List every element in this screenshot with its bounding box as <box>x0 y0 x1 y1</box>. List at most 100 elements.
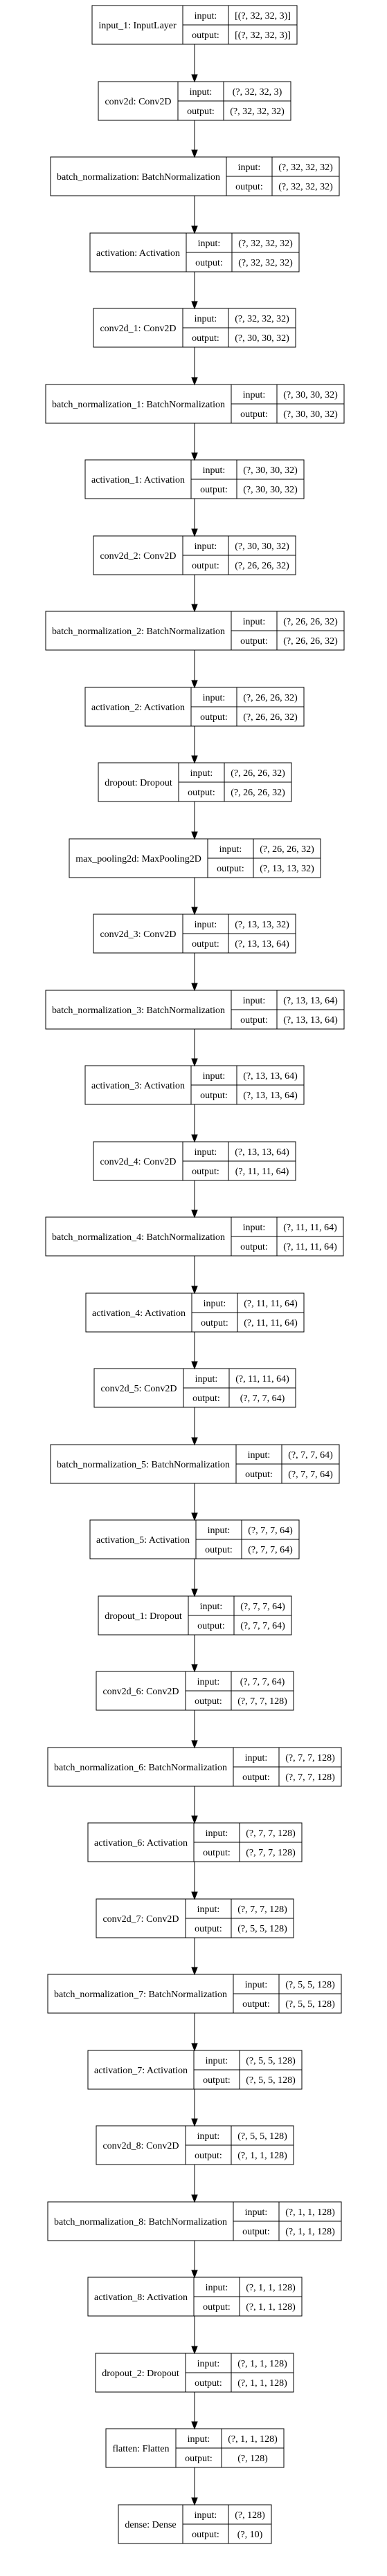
output-label: output: <box>201 1318 228 1328</box>
arrowhead <box>191 528 198 537</box>
output-shape: (?, 26, 26, 32) <box>283 636 338 647</box>
connection-arrow <box>191 1862 198 1900</box>
layer-node: batch_normalization_6: BatchNormalizatio… <box>47 1747 342 1787</box>
layer-name: batch_normalization_3: BatchNormalizatio… <box>52 1006 225 1016</box>
output-shape: (?, 7, 7, 64) <box>240 1393 285 1404</box>
input-label: input: <box>206 2283 228 2293</box>
connection-arrow <box>191 499 198 537</box>
output-shape: (?, 5, 5, 128) <box>285 1999 335 2010</box>
connection-arrow <box>191 2165 198 2203</box>
arrowhead <box>191 1210 198 1218</box>
arrowhead <box>191 2118 198 2127</box>
input-shape: (?, 26, 26, 32) <box>231 768 285 779</box>
output-label: output: <box>187 106 215 117</box>
output-label: output: <box>240 1015 268 1026</box>
layer-name: conv2d_3: Conv2D <box>100 929 176 940</box>
input-label: input: <box>190 87 213 98</box>
output-label: output: <box>235 182 263 192</box>
input-shape: (?, 7, 7, 64) <box>248 1526 293 1536</box>
layer-name: activation_5: Activation <box>96 1535 190 1546</box>
arrowhead <box>191 377 198 386</box>
layer-name: max_pooling2d: MaxPooling2D <box>75 854 201 864</box>
arrowhead <box>191 225 198 234</box>
layer-node: activation_3: Activationinput:output:(?,… <box>84 1065 305 1105</box>
input-shape: (?, 32, 32, 32) <box>278 163 333 173</box>
connection-arrow <box>191 575 198 613</box>
output-label: output: <box>195 258 223 268</box>
layer-name: conv2d_8: Conv2D <box>102 2141 179 2151</box>
output-shape: (?, 11, 11, 64) <box>244 1318 298 1328</box>
input-label: input: <box>195 2510 217 2521</box>
output-label: output: <box>203 2075 231 2086</box>
input-shape: (?, 13, 13, 64) <box>283 996 338 1006</box>
input-label: input: <box>195 1147 217 1158</box>
output-shape: (?, 32, 32, 32) <box>278 182 333 192</box>
connection-arrow <box>191 2013 198 2052</box>
output-shape: (?, 7, 7, 128) <box>285 1772 335 1783</box>
arrowhead <box>191 2421 198 2430</box>
input-shape: (?, 11, 11, 64) <box>235 1374 289 1384</box>
arrowhead <box>191 680 198 689</box>
output-label: output: <box>245 1470 273 1480</box>
input-label: input: <box>206 2056 228 2066</box>
output-shape: (?, 32, 32, 32) <box>230 106 285 117</box>
layer-name: activation_8: Activation <box>94 2292 188 2303</box>
arrowhead <box>191 1512 198 1521</box>
arrowhead <box>191 2043 198 2052</box>
input-shape: (?, 7, 7, 128) <box>237 1905 287 1915</box>
input-shape: (?, 26, 26, 32) <box>260 844 314 855</box>
output-shape: (?, 1, 1, 128) <box>285 2227 335 2237</box>
connection-arrow <box>191 196 198 234</box>
connection-arrow <box>191 1635 198 1673</box>
arrowhead <box>191 604 198 613</box>
layer-node: activation_1: Activationinput:output:(?,… <box>84 459 305 499</box>
arrowhead <box>191 2497 198 2506</box>
layer-name: batch_normalization_2: BatchNormalizatio… <box>52 627 225 637</box>
output-shape: (?, 1, 1, 128) <box>237 2151 287 2161</box>
layer-name: dropout_2: Dropout <box>102 2369 179 2379</box>
output-shape: (?, 26, 26, 32) <box>231 788 285 798</box>
output-label: output: <box>197 1621 225 1631</box>
layer-name: conv2d_1: Conv2D <box>100 324 176 334</box>
connection-arrow <box>191 1029 198 1067</box>
connection-arrow <box>191 272 198 310</box>
connection-arrow <box>191 44 198 83</box>
output-label: output: <box>203 2302 231 2313</box>
arrowhead <box>191 907 198 916</box>
output-shape: (?, 30, 30, 32) <box>235 333 289 344</box>
connection-arrow <box>191 1256 198 1295</box>
layer-name: batch_normalization_5: BatchNormalizatio… <box>57 1460 230 1470</box>
connection-arrow <box>191 801 198 840</box>
arrowhead <box>191 301 198 310</box>
input-shape: (?, 11, 11, 64) <box>283 1223 337 1233</box>
output-label: output: <box>240 1242 268 1252</box>
input-shape: (?, 7, 7, 128) <box>285 1753 335 1763</box>
arrowhead <box>191 2270 198 2279</box>
output-shape: (?, 7, 7, 64) <box>288 1470 333 1480</box>
output-shape: (?, 13, 13, 64) <box>235 939 289 949</box>
output-shape: (?, 11, 11, 64) <box>235 1167 289 1177</box>
layer-name: activation_7: Activation <box>94 2066 188 2076</box>
layer-node: batch_normalization_1: BatchNormalizatio… <box>45 384 345 424</box>
arrowhead <box>191 983 198 992</box>
connection-arrow <box>191 423 198 461</box>
layer-name: flatten: Flatten <box>112 2444 169 2454</box>
input-label: input: <box>203 1071 226 1082</box>
output-label: output: <box>192 1393 220 1404</box>
arrowhead <box>191 1967 198 1976</box>
connection-arrow <box>191 120 198 158</box>
output-label: output: <box>188 788 215 798</box>
layer-name: batch_normalization: BatchNormalization <box>57 172 220 183</box>
layer-node: batch_normalization: BatchNormalizationi… <box>50 156 340 196</box>
arrowhead <box>191 755 198 764</box>
input-shape: (?, 32, 32, 32) <box>238 239 293 249</box>
input-label: input: <box>219 844 242 855</box>
arrowhead <box>191 1815 198 1824</box>
output-shape: (?, 5, 5, 128) <box>237 1924 287 1934</box>
output-label: output: <box>192 561 219 571</box>
